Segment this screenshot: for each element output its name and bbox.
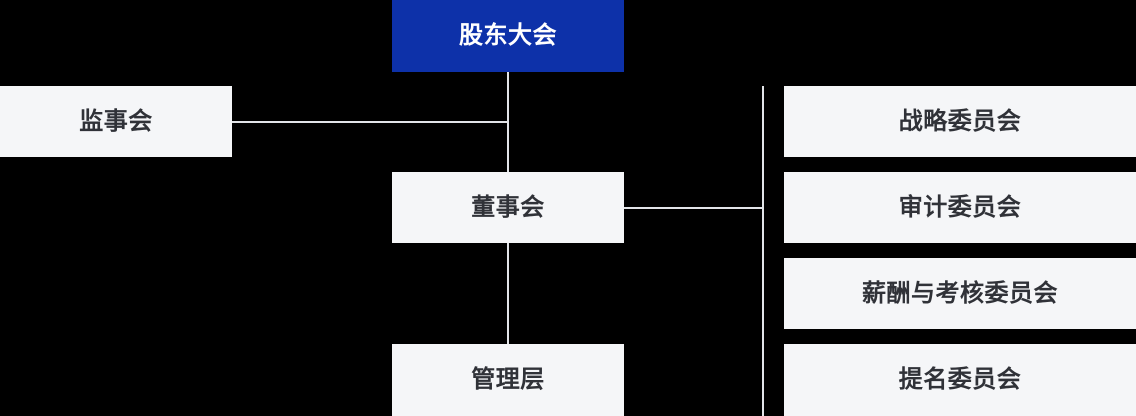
- node-supervisory-board-label: 监事会: [79, 107, 153, 135]
- node-nomination-committee: 提名委员会: [784, 344, 1136, 416]
- node-audit-committee: 审计委员会: [784, 172, 1136, 243]
- node-management: 管理层: [392, 344, 624, 416]
- node-shareholders-meeting-label: 股东大会: [459, 22, 557, 49]
- node-shareholders-meeting: 股东大会: [392, 0, 624, 72]
- node-management-label: 管理层: [471, 366, 545, 393]
- node-strategy-committee-label: 战略委员会: [898, 107, 1022, 135]
- node-remuneration-assessment-committee-label: 薪酬与考核委员会: [862, 279, 1058, 307]
- node-nomination-committee-label: 提名委员会: [898, 366, 1022, 393]
- node-remuneration-assessment-committee: 薪酬与考核委员会: [784, 258, 1136, 329]
- connector-board-to-management: [507, 243, 509, 344]
- connector-committees-bus: [762, 86, 764, 416]
- connector-board-to-committees: [624, 207, 764, 209]
- node-board-of-directors: 董事会: [392, 172, 624, 243]
- node-audit-committee-label: 审计委员会: [898, 193, 1022, 221]
- node-strategy-committee: 战略委员会: [784, 86, 1136, 157]
- node-supervisory-board: 监事会: [0, 86, 232, 157]
- node-board-of-directors-label: 董事会: [471, 193, 545, 221]
- connector-supervisory-board: [232, 121, 509, 123]
